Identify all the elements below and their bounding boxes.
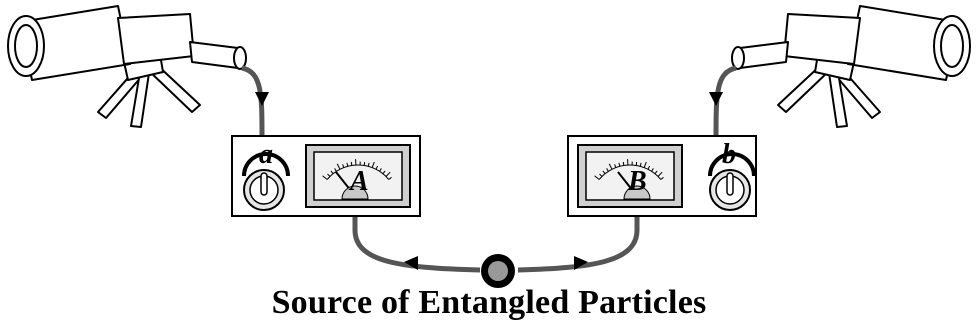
right-meter-label: B [627,166,647,197]
meter-tick [363,161,366,166]
particle-source [481,254,515,288]
right-down-arrow-icon [709,92,723,106]
meter-tick [599,173,603,177]
left-eyepiece-cap [233,46,247,70]
right-meter [577,144,683,208]
diagram-caption: Source of Entangled Particles [271,284,707,321]
meter-scale-arc [598,164,662,180]
left-meter-label: A [348,166,369,197]
right-meter-scale [594,159,664,180]
meter-scale-arc [326,164,390,180]
meter-tick [385,171,391,177]
right-detector [567,135,757,217]
left-arrow-icon [404,256,418,270]
left-down-arrow-icon [255,92,269,106]
left-setting-knob [242,152,290,211]
right-source-cable [517,208,640,273]
left-meter-scale [322,159,392,180]
meter-tick [371,161,375,168]
right-setting-knob [708,152,756,211]
right-arrow-icon [574,256,588,270]
right-telescope-eyepiece [739,41,789,69]
meter-tick [635,161,638,166]
meter-tick [388,176,392,180]
left-telescope-tube [117,13,195,65]
right-eyepiece-cap [731,46,745,70]
meter-tick [327,173,331,177]
left-telescope-eyepiece [189,41,239,69]
meter-tick [594,175,600,180]
right-telescope-tube [783,13,861,65]
meter-tick [622,161,625,166]
left-setting-label: a [259,139,273,170]
meter-tick [608,163,613,170]
meter-tick [660,176,664,180]
right-telescope-icon [731,5,971,128]
meter-tick [350,161,353,166]
left-source-cable [352,208,481,273]
left-meter [305,144,411,208]
meter-tick [336,163,341,170]
meter-tick [643,161,647,168]
right-setting-label: b [722,139,736,170]
left-telescope-icon [7,5,247,128]
meter-tick [322,175,328,180]
left-detector [231,135,421,217]
meter-tick [657,171,663,177]
left-telescope-cable [241,65,265,139]
right-telescope-cable [713,65,737,139]
